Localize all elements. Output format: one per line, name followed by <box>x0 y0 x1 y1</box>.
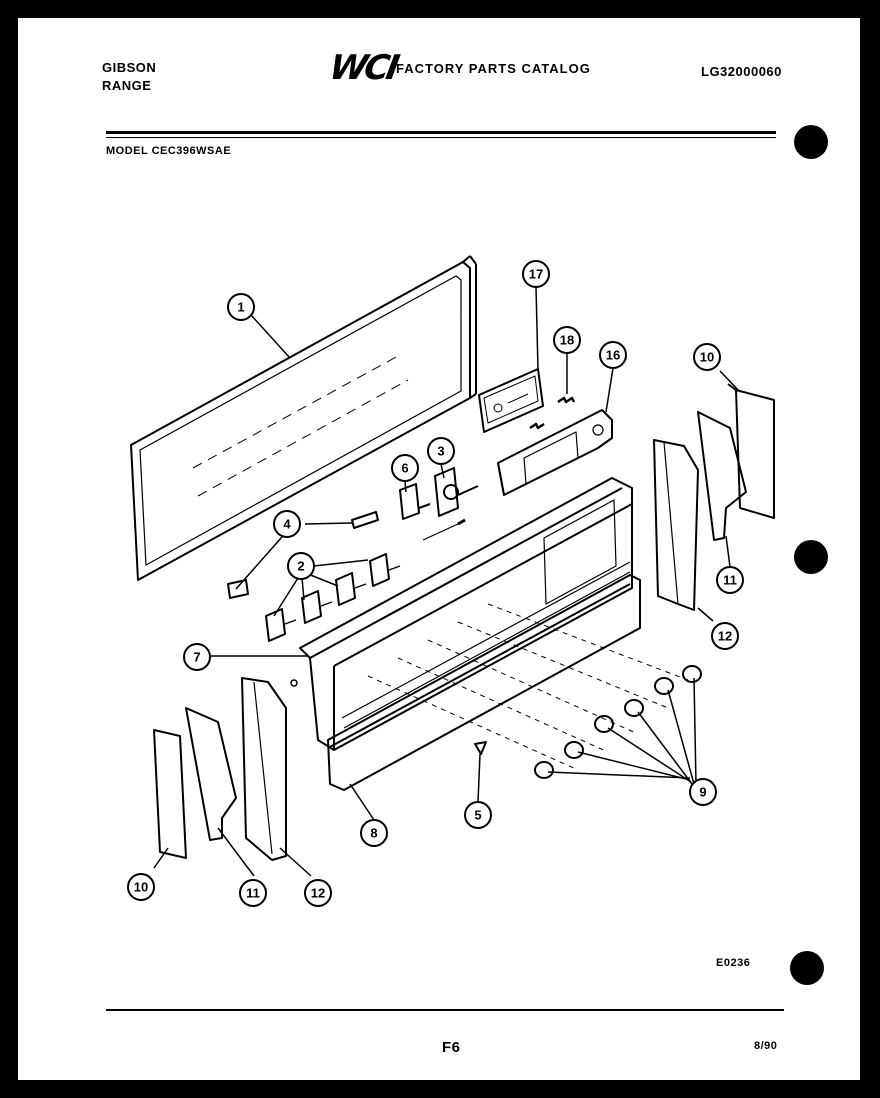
exploded-parts-diagram: 1 17 18 16 10 3 6 4 2 7 11 12 9 5 8 10 1… <box>127 255 775 907</box>
binder-hole <box>790 951 824 985</box>
callout-9: 9 <box>699 785 706 800</box>
catalog-number: LG32000060 <box>701 64 782 79</box>
clock-bracket-part <box>497 409 613 496</box>
callout-1: 1 <box>237 300 244 315</box>
header-rule-thick <box>106 131 776 134</box>
side-bracket-right-part <box>653 439 699 611</box>
callout-11-left: 11 <box>246 886 260 901</box>
back-panel-part <box>130 255 477 581</box>
end-trim-right-part <box>697 411 747 541</box>
callout-7: 7 <box>193 650 200 665</box>
callout-16: 16 <box>606 348 620 363</box>
revision-date: 8/90 <box>754 1040 778 1052</box>
trim-strip-part <box>327 574 641 791</box>
callout-2: 2 <box>297 559 304 574</box>
catalog-page: GIBSON RANGE WCI FACTORY PARTS CATALOG L… <box>18 18 860 1080</box>
end-cap-right-part <box>727 383 775 519</box>
page-number: F6 <box>442 1039 461 1056</box>
side-bracket-left-part <box>241 677 287 861</box>
callout-4: 4 <box>283 517 291 532</box>
callout-6: 6 <box>401 461 408 476</box>
clock-spring-part <box>529 396 576 430</box>
end-cap-left-part <box>153 729 187 859</box>
callout-18: 18 <box>560 333 574 348</box>
selector-switch-part <box>399 483 431 520</box>
control-knob-part <box>534 665 702 779</box>
binder-hole <box>794 125 828 159</box>
control-panel-part <box>299 477 689 771</box>
callout-12-right: 12 <box>718 629 732 644</box>
callout-10-right: 10 <box>700 350 714 365</box>
binder-hole <box>794 540 828 574</box>
screw-part <box>290 679 298 687</box>
product-type: RANGE <box>102 78 152 93</box>
callout-5: 5 <box>474 808 481 823</box>
infinite-switch-part <box>265 553 401 642</box>
callout-12-left: 12 <box>311 886 325 901</box>
catalog-title: FACTORY PARTS CATALOG <box>396 61 591 76</box>
clock-part <box>478 368 544 433</box>
callout-8: 8 <box>370 826 377 841</box>
figure-code: E0236 <box>716 957 751 969</box>
leader-lines <box>153 286 741 877</box>
callout-17: 17 <box>529 267 543 282</box>
callout-circles <box>127 260 744 907</box>
header-rule-thin <box>106 137 776 138</box>
end-trim-left-part <box>185 707 237 841</box>
brand-name: GIBSON <box>102 60 157 75</box>
model-number: MODEL CEC396WSAE <box>106 145 232 157</box>
callout-3: 3 <box>437 444 444 459</box>
callout-11-right: 11 <box>723 573 737 588</box>
timer-switch-part <box>422 467 479 541</box>
indicator-light-part <box>227 511 379 599</box>
knob-insert-part <box>474 741 487 755</box>
callout-10-left: 10 <box>134 880 148 895</box>
footer-rule <box>106 1009 784 1011</box>
